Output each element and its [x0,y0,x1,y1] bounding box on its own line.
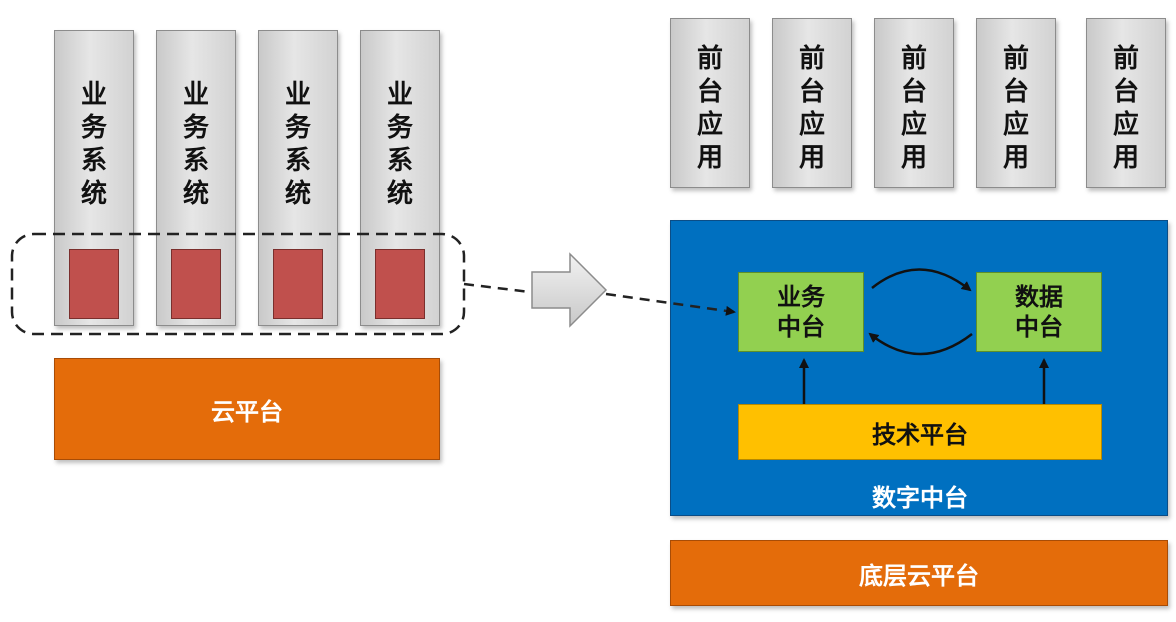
dashed-selection-outline [10,232,466,336]
front-app-2: 前 台 应 用 [772,18,852,188]
shared-module-block [375,249,425,319]
shared-module-block [273,249,323,319]
transform-arrow-icon [531,252,608,328]
curved-arrow-to-business [868,332,973,356]
business-system-4: 业 务 系 统 [360,30,440,326]
shared-module-block [171,249,221,319]
data-middle-platform: 数据 中台 [976,272,1102,352]
front-app-4: 前 台 应 用 [976,18,1056,188]
base-cloud-platform: 底层云平台 [670,540,1168,606]
tech-platform: 技术平台 [738,404,1102,460]
front-app-1: 前 台 应 用 [670,18,750,188]
business-system-1: 业 务 系 统 [54,30,134,326]
front-app-3: 前 台 应 用 [874,18,954,188]
dashed-connector-left [463,282,531,294]
curved-arrow-to-data [871,268,972,292]
business-system-3: 业 务 系 统 [258,30,338,326]
digital-middle-label: 数字中台 [872,484,968,512]
business-middle-platform: 业务 中台 [738,272,864,352]
cloud-platform: 云平台 [54,358,440,460]
business-system-2: 业 务 系 统 [156,30,236,326]
dashed-connector-right [605,292,736,316]
shared-module-block [69,249,119,319]
front-app-5: 前 台 应 用 [1086,18,1166,188]
